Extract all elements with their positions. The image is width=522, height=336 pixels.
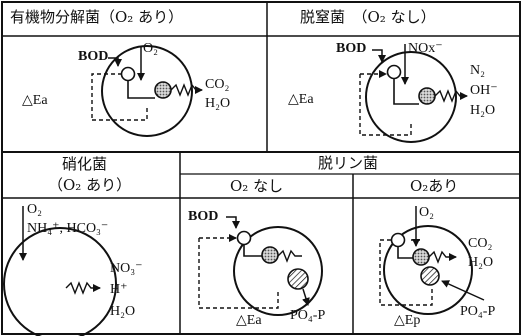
header-nitrifier-line1: 硝化菌 <box>62 155 108 173</box>
label-delta-ea: △Ea <box>288 92 314 107</box>
header-with-o2: O₂あり <box>410 177 459 195</box>
label-co2: CO₂ <box>205 77 230 92</box>
label-nh4-hco3: NH₄⁺, HCO₃⁻ <box>27 221 109 236</box>
label-delta-ep: △Ep <box>394 313 421 328</box>
label-o2: O₂ <box>143 41 158 56</box>
label-po4-p: PO₄-P <box>290 308 326 323</box>
panel-organic-decomposer <box>91 45 203 137</box>
label-oh: OH⁻ <box>470 83 498 98</box>
panel-dephosphorizer-no-o2 <box>198 216 323 316</box>
label-h2o: H₂O <box>470 103 496 118</box>
label-bod: BOD <box>336 41 367 56</box>
header-organic-decomposer: 有機物分解菌（O₂ あり） <box>10 8 184 26</box>
panel-dephosphorizer-with-o2 <box>379 206 485 315</box>
panel-nitrifier <box>3 206 117 336</box>
header-dephosphorizer: 脱リン菌 <box>318 154 379 172</box>
label-n2: N₂ <box>470 63 485 78</box>
label-o2: O₂ <box>27 202 42 217</box>
panel-denitrifier <box>359 44 468 143</box>
label-no3: NO₃⁻ <box>110 261 143 276</box>
header-nitrifier-line2: （O₂ あり） <box>48 176 132 194</box>
label-co2: CO₂ <box>468 236 493 251</box>
header-denitrifier: 脱窒菌 （O₂ なし） <box>300 8 436 26</box>
label-h2o: H₂O <box>468 255 494 270</box>
header-no-o2: O₂ なし <box>230 177 284 195</box>
label-delta-ea: △Ea <box>236 313 262 328</box>
label-po4-p: PO₄-P <box>460 304 496 319</box>
label-nox: NOx⁻ <box>408 41 443 56</box>
label-h2o: H₂O <box>205 96 231 111</box>
label-o2: O₂ <box>419 205 434 220</box>
label-bod: BOD <box>78 49 109 64</box>
label-delta-ea: △Ea <box>22 93 48 108</box>
label-bod: BOD <box>188 209 219 224</box>
label-h2o: H₂O <box>110 304 136 319</box>
label-h-plus: H⁺ <box>110 282 128 297</box>
